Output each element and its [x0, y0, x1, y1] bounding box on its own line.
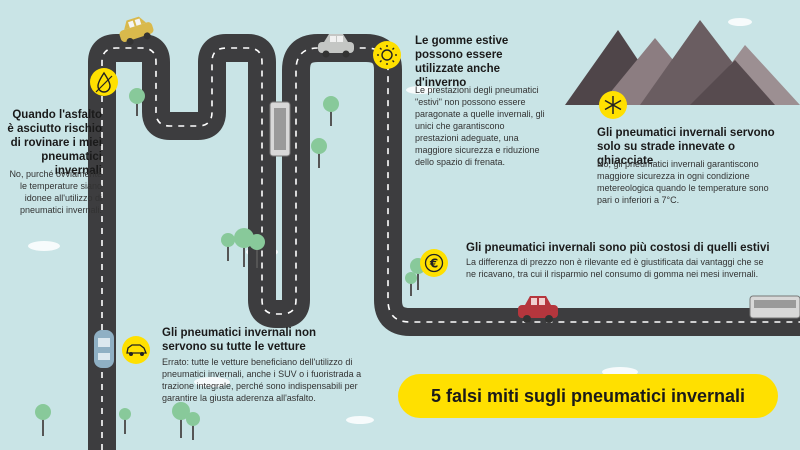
- myth-4-body: La differenza di prezzo non è rilevante …: [466, 257, 764, 279]
- tree: [119, 408, 131, 434]
- tree: [221, 233, 235, 261]
- myth-3-title: Gli pneumatici invernali servono solo su…: [597, 127, 775, 167]
- grey-bus: [749, 295, 800, 319]
- myth-5-title: Gli pneumatici invernali non servono su …: [162, 327, 316, 353]
- tree: [234, 228, 254, 267]
- myth-3-body: No, gli pneumatici invernali garantiscon…: [597, 159, 769, 205]
- tree: [405, 272, 417, 296]
- myth-1-title: Quando l'asfalto è asciutto rischio di r…: [7, 109, 102, 177]
- tree: [311, 138, 327, 168]
- myth-2-body: Le prestazioni degli pneumatici "estivi"…: [415, 85, 545, 167]
- myth-2-title: Le gomme estive possono essere utilizzat…: [415, 35, 509, 89]
- tree: [35, 404, 51, 436]
- tree: [249, 234, 265, 268]
- winding-road: [88, 34, 800, 450]
- tree: [172, 402, 190, 438]
- tree: [323, 96, 339, 126]
- svg-text:€: €: [429, 257, 438, 271]
- grey-car: [318, 34, 354, 58]
- mountains: [565, 20, 800, 105]
- trees: [35, 88, 426, 440]
- myth-1-body: No, purché ovviamente le temperature sia…: [9, 169, 102, 215]
- myth-5-body: Errato: tutte le vetture beneficiano del…: [162, 357, 362, 403]
- red-car: [518, 296, 558, 323]
- title-banner: 5 falsi miti sugli pneumatici invernali: [398, 374, 778, 418]
- car-icon: [122, 336, 150, 364]
- euro-icon: €: [420, 249, 448, 277]
- blue-car: [94, 330, 114, 368]
- bus: [269, 101, 291, 157]
- water-drop-icon: [90, 68, 118, 96]
- yellow-car: [119, 16, 154, 46]
- sun-icon: [373, 41, 401, 69]
- tree: [129, 88, 145, 116]
- tree: [186, 412, 200, 440]
- snowflake-icon: [599, 91, 627, 119]
- myth-4-title: Gli pneumatici invernali sono più costos…: [466, 242, 770, 254]
